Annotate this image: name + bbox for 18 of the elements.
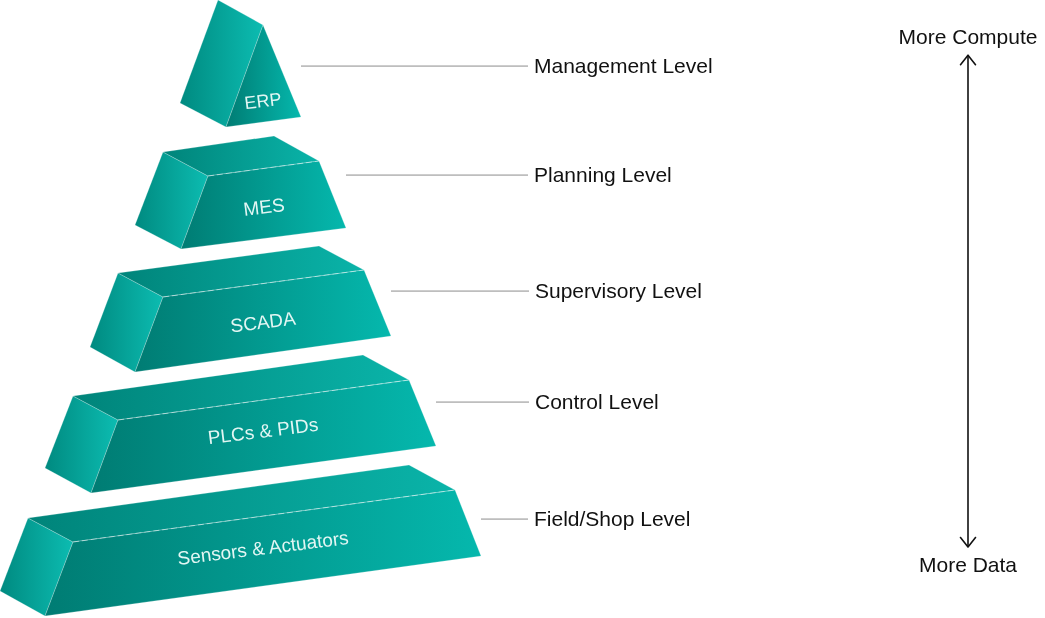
level-label: Planning Level [534, 163, 672, 188]
leader-line [345, 174, 529, 176]
leader-line [390, 290, 530, 292]
tier-label: SCADA [229, 308, 297, 336]
scale-label: More Compute [898, 25, 1038, 50]
tier-label: MES [242, 195, 286, 219]
double-arrow [959, 54, 977, 548]
leader-line [435, 401, 530, 403]
scale-label: More Data [919, 553, 1017, 578]
level-label: Management Level [534, 54, 713, 79]
level-label: Supervisory Level [535, 279, 702, 304]
tier-label: ERP [243, 89, 283, 113]
leader-line [480, 518, 529, 520]
level-label: Control Level [535, 390, 659, 415]
tier-label: Sensors & Actuators [176, 528, 350, 568]
level-label: Field/Shop Level [534, 507, 691, 532]
tier-label: PLCs & PIDs [206, 414, 320, 448]
leader-line [300, 65, 529, 67]
